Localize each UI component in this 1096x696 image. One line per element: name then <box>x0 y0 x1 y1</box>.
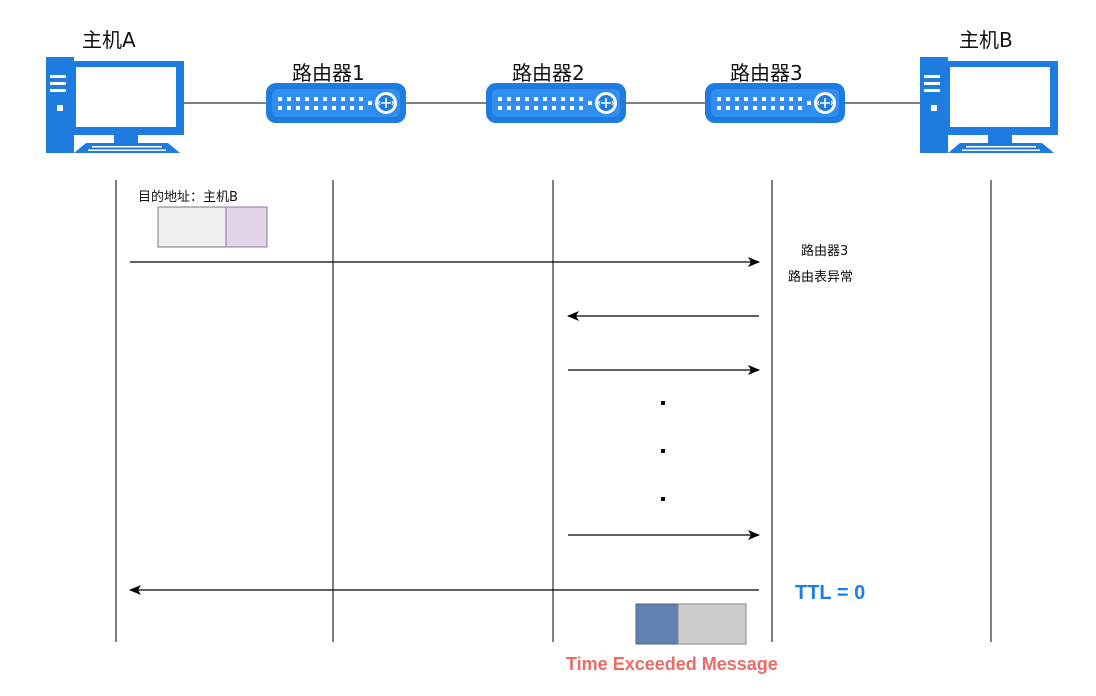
router2-icon <box>485 82 627 124</box>
ellipsis-dot <box>661 497 665 501</box>
icmp-payload-block <box>677 603 747 645</box>
router1-label: 路由器1 <box>292 61 365 85</box>
packet-destination-label: 目的地址：主机B <box>138 190 238 205</box>
router3-note-line2: 路由表异常 <box>788 270 854 285</box>
host-a-label: 主机A <box>82 28 136 52</box>
host-b-label: 主机B <box>959 28 1013 52</box>
message-arrows <box>129 257 760 595</box>
router2-label: 路由器2 <box>512 61 585 85</box>
router3-note-line1: 路由器3 <box>801 244 849 259</box>
host-a-computer-icon <box>46 57 184 153</box>
ttl-zero-label: TTL = 0 <box>795 582 866 604</box>
router1-icon <box>265 82 407 124</box>
lifelines <box>115 180 992 642</box>
router3-icon <box>704 82 846 124</box>
ellipsis-dot <box>661 401 665 405</box>
packet-payload-block <box>157 206 227 248</box>
time-exceeded-label: Time Exceeded Message <box>566 654 778 674</box>
packet-header-block <box>225 206 268 248</box>
icmp-header-block <box>635 603 679 645</box>
host-b-computer-icon <box>920 57 1058 153</box>
ellipsis-dot <box>661 449 665 453</box>
router3-label: 路由器3 <box>730 61 803 85</box>
